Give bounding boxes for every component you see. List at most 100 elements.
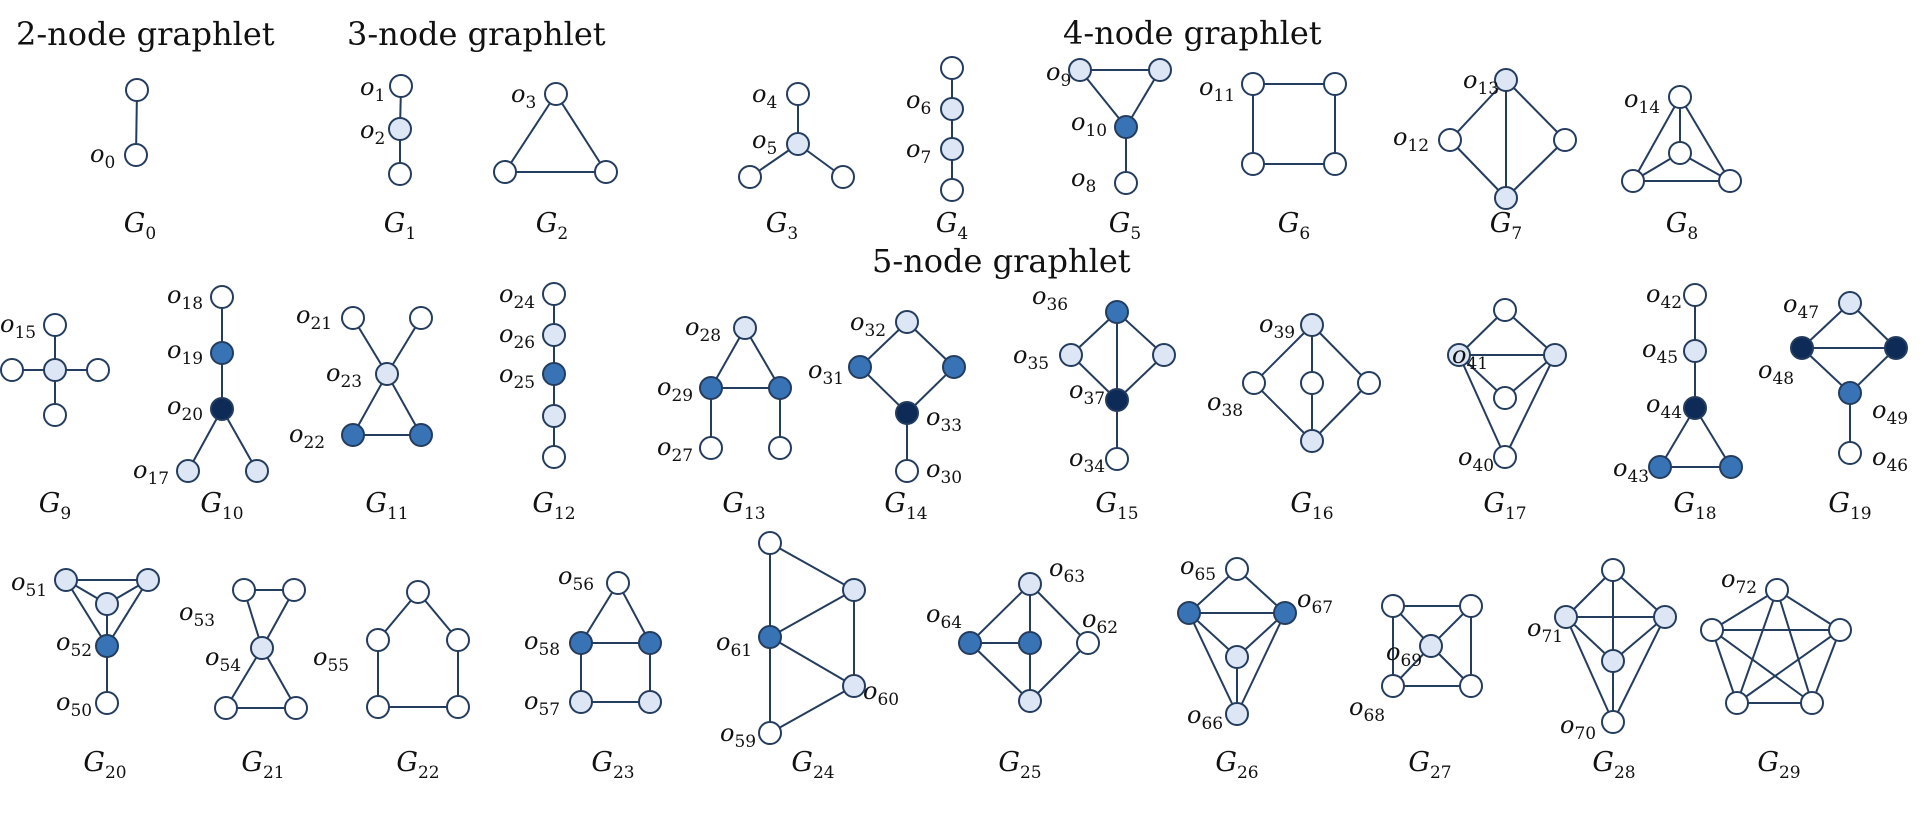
orbit-label: o12: [1393, 123, 1429, 156]
graphlet-node: [848, 355, 872, 379]
graphlet-node: [1273, 601, 1297, 625]
graphlet-node: [1300, 313, 1324, 337]
orbit-label: o30: [926, 455, 962, 488]
graphlet-label: G8: [1666, 208, 1698, 244]
graphlet-node: [1105, 447, 1129, 471]
graphlet-node: [176, 459, 200, 483]
graphlet-edge: [1253, 382, 1313, 442]
orbit-label: o28: [685, 313, 721, 346]
graphlet-node: [958, 631, 982, 655]
graphlet-label: G14: [884, 488, 927, 524]
graphlet-edge: [1449, 79, 1507, 141]
graphlet-node: [738, 165, 762, 189]
graphlet-edge: [1736, 589, 1778, 704]
graphlet-edge: [555, 93, 607, 173]
title-4-node: 4-node graphlet: [1063, 14, 1322, 52]
graphlet-node: [1381, 674, 1405, 698]
graphlet-edge: [1811, 629, 1841, 704]
graphlet-node: [842, 578, 866, 602]
graphlet-edge: [1679, 96, 1731, 182]
graphlet-node: [1242, 371, 1266, 395]
orbit-label: o20: [167, 392, 203, 425]
graphlet-node: [1884, 336, 1908, 360]
graphlet-label: G27: [1408, 747, 1451, 783]
graphlet-node: [1018, 631, 1042, 655]
graphlet-label: G4: [936, 208, 968, 244]
graphlet-node: [1493, 386, 1517, 410]
orbit-label: o6: [906, 86, 931, 119]
graphlet-label: G16: [1290, 488, 1333, 524]
orbit-label: o53: [179, 598, 215, 631]
graphlet-node: [0, 358, 24, 382]
graphlet-node: [842, 674, 866, 698]
orbit-label: o50: [56, 688, 92, 721]
graphlet-node: [446, 695, 470, 719]
graphlet-edge: [1736, 629, 1841, 704]
graphlet-label: G28: [1592, 747, 1635, 783]
orbit-label: o11: [1199, 73, 1235, 106]
graphlet-node: [1459, 594, 1483, 618]
graphlet-node: [1601, 710, 1625, 734]
graphlet-edge: [1311, 382, 1370, 442]
graphlet-node: [214, 696, 238, 720]
graphlet-node: [942, 355, 966, 379]
graphlet-label: G18: [1673, 488, 1716, 524]
orbit-label: o41: [1452, 341, 1488, 374]
graphlet-node: [210, 397, 234, 421]
graphlet-label: G0: [124, 208, 156, 244]
graphlet-edge: [1449, 139, 1507, 199]
orbit-label: o46: [1872, 443, 1908, 476]
graphlet-node: [1225, 702, 1249, 726]
graphlet-node: [699, 376, 723, 400]
title-2-node: 2-node graphlet: [16, 15, 275, 53]
orbit-label: o39: [1259, 310, 1295, 343]
graphlet-label: G21: [241, 747, 284, 783]
orbit-label: o36: [1032, 282, 1068, 315]
title-3-node: 3-node graphlet: [347, 15, 606, 53]
orbit-label: o59: [720, 719, 756, 752]
orbit-label: o17: [133, 456, 169, 489]
orbit-label: o22: [289, 420, 325, 453]
orbit-label: o58: [524, 627, 560, 660]
graphlet-node: [409, 306, 433, 330]
graphlet-edge: [1505, 139, 1566, 199]
graphlet-node: [1653, 605, 1677, 629]
graphlet-label: G22: [396, 747, 439, 783]
graphlet-node: [409, 423, 433, 447]
orbit-label: o14: [1624, 85, 1660, 118]
graphlet-node: [1668, 85, 1692, 109]
orbit-label: o35: [1013, 341, 1049, 374]
graphlet-edge: [969, 583, 1031, 644]
graphlet-node: [43, 403, 67, 427]
graphlet-node: [388, 117, 412, 141]
orbit-label: o44: [1646, 390, 1682, 423]
graphlet-collection: o0G0o1o2G1o3G2o4o5G3o6o7G4o9o10o8G5o11G6…: [0, 56, 1908, 783]
graphlet-label: G11: [365, 488, 408, 524]
graphlet-node: [1494, 186, 1518, 210]
graphlet-node: [366, 695, 390, 719]
graphlet-edge: [1188, 612, 1238, 715]
orbit-label: o24: [499, 280, 535, 313]
graphlet-node: [569, 690, 593, 714]
orbit-label: o48: [1758, 356, 1794, 389]
orbit-label: o54: [205, 643, 241, 676]
graphlet-node: [95, 592, 119, 616]
graphlet-node: [1683, 283, 1707, 307]
graphlet-node: [1601, 649, 1625, 673]
graphlet-node: [1668, 141, 1692, 165]
graphlet-edge: [1612, 616, 1666, 723]
orbit-label: o29: [657, 373, 693, 406]
graphlet-label: G20: [83, 747, 126, 783]
graphlet-node: [542, 362, 566, 386]
orbit-label: o61: [716, 628, 752, 661]
graphlet-node: [43, 358, 67, 382]
